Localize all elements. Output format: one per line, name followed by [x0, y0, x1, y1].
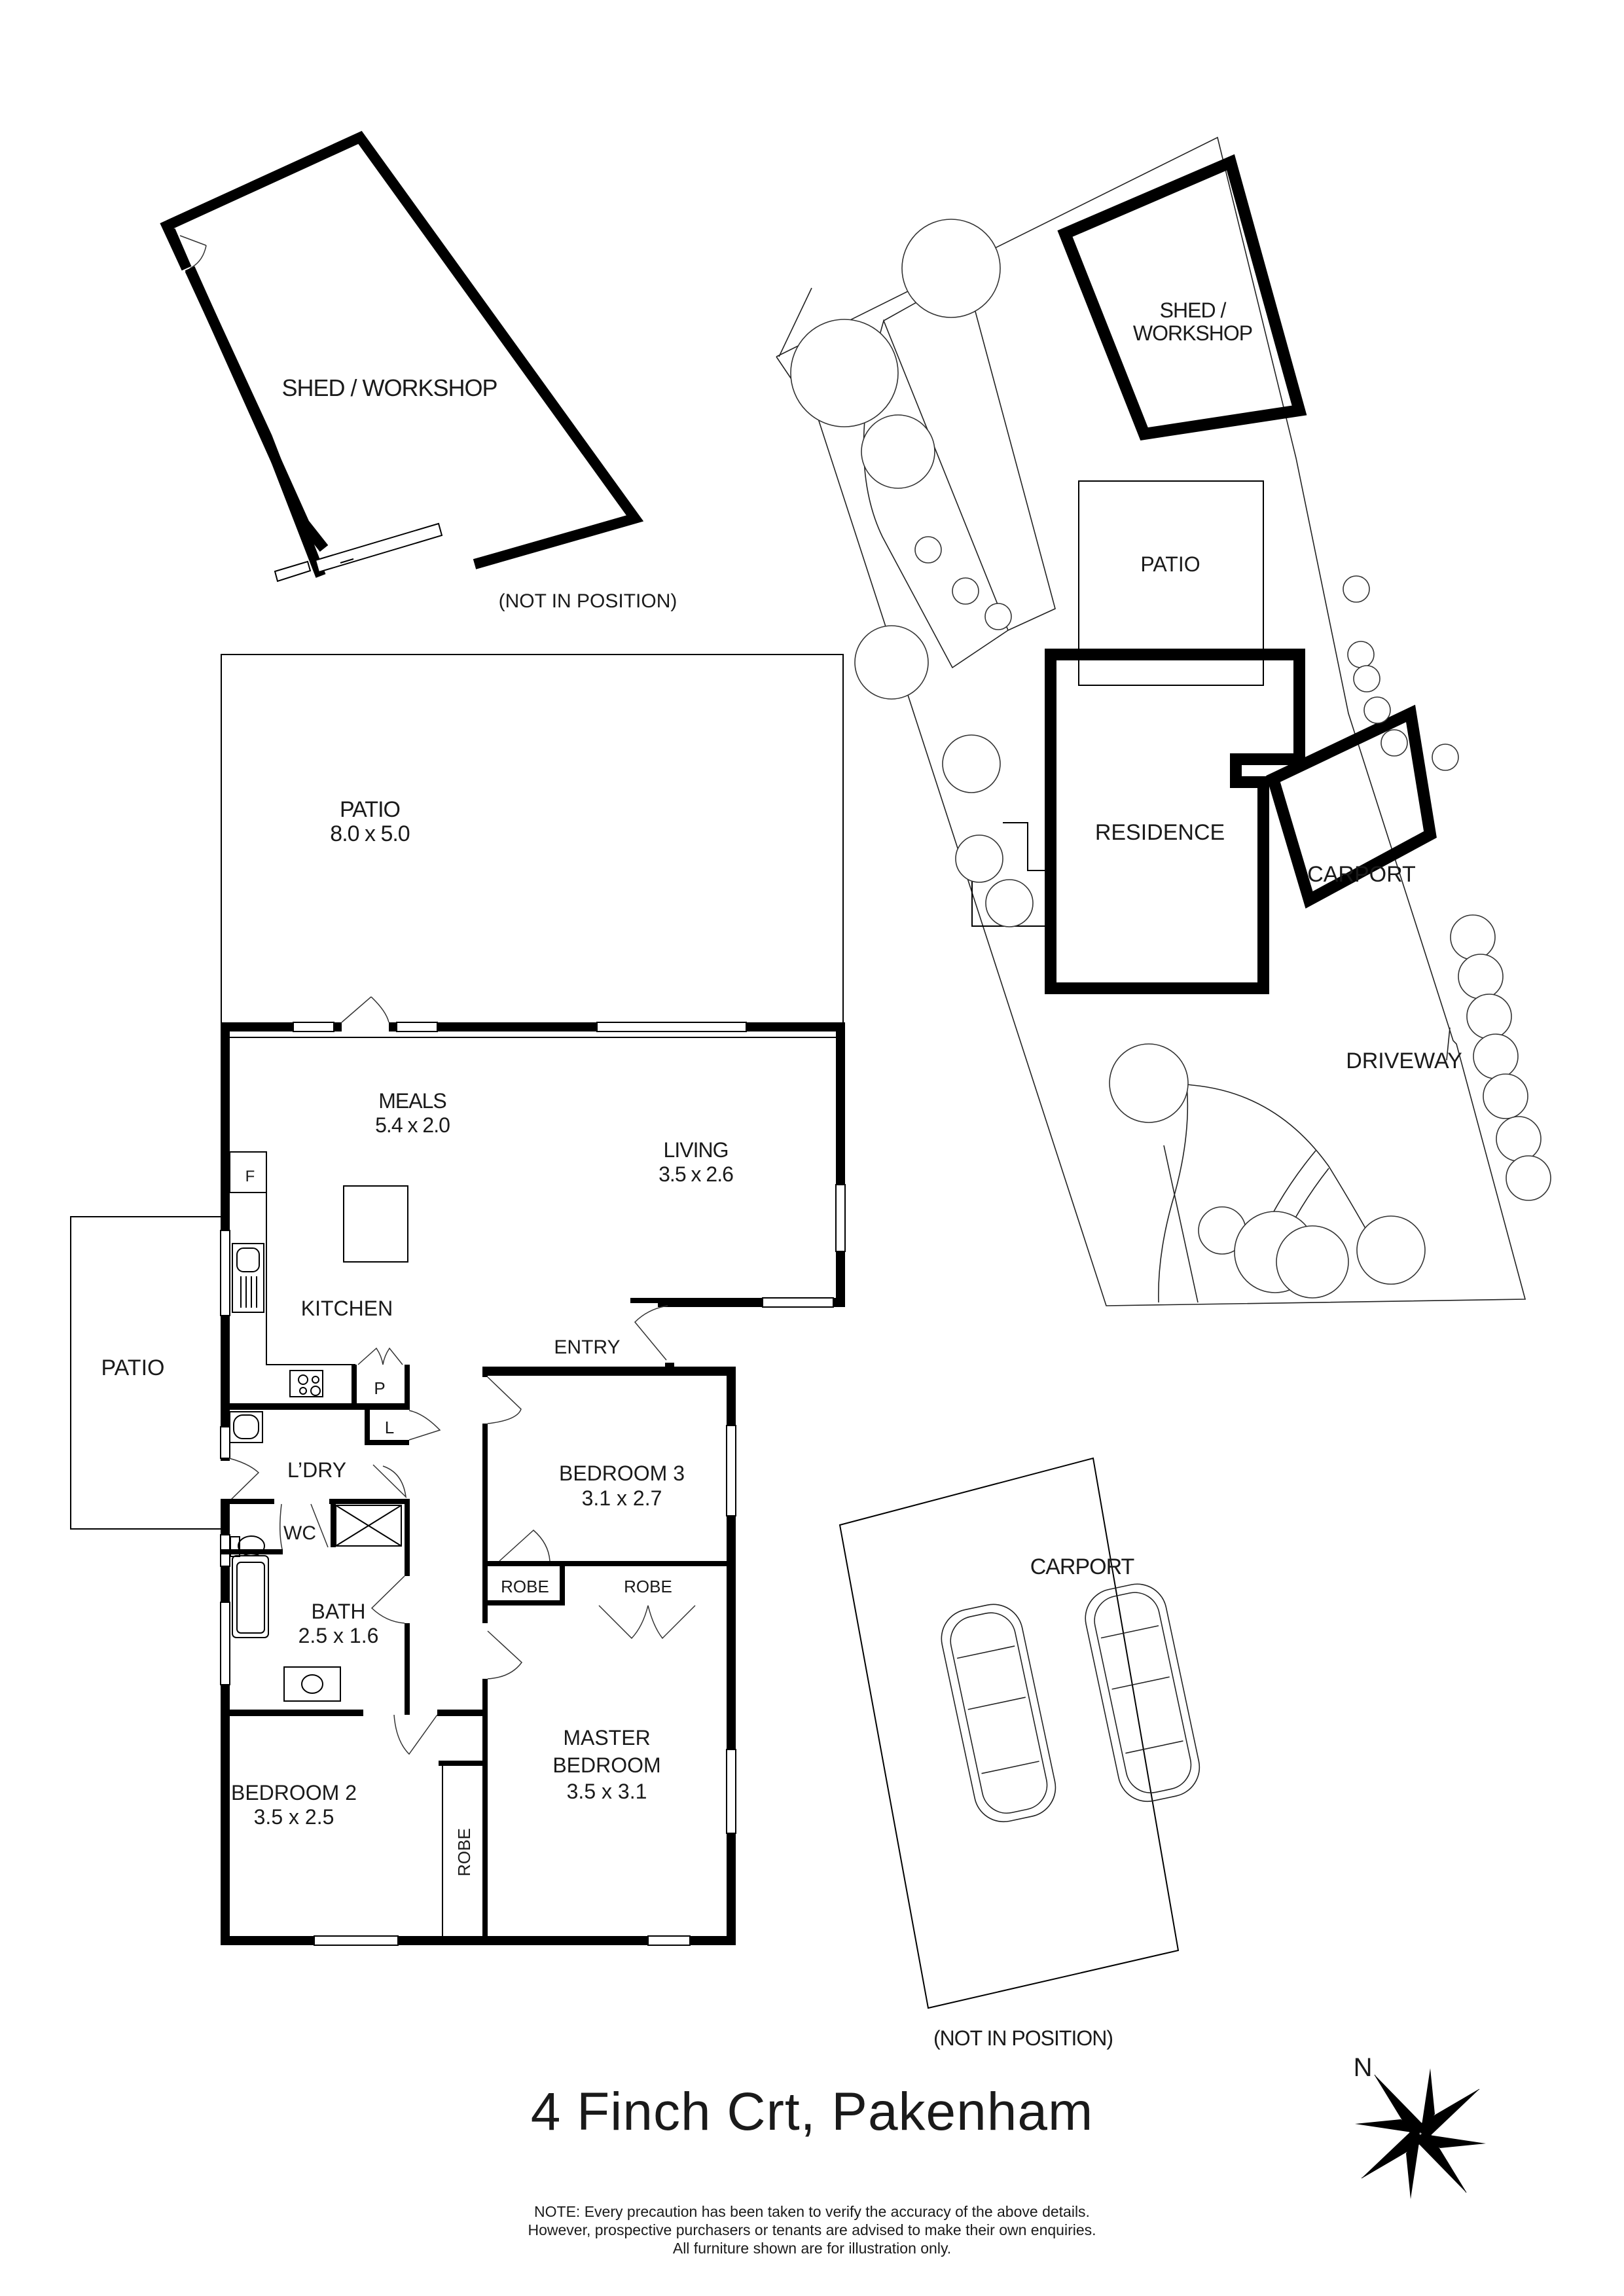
compass-rose-icon: N	[1354, 2053, 1486, 2199]
meals-name: MEALS	[378, 1089, 446, 1113]
bedroom3-size: 3.1 x 2.7	[582, 1486, 662, 1510]
master-name-2: BEDROOM	[552, 1753, 660, 1777]
carport-plan: CARPORT (NOT IN POSITION)	[839, 1457, 1200, 2050]
laundry-label: L’DRY	[287, 1458, 346, 1482]
meals-size: 5.4 x 2.0	[375, 1113, 450, 1137]
site-driveway-label: DRIVEWAY	[1346, 1049, 1462, 1073]
car-icon	[1085, 1583, 1200, 1803]
patio-side-name: PATIO	[101, 1355, 165, 1380]
bedroom3-name: BEDROOM 3	[559, 1462, 685, 1485]
robe-bed3-label: ROBE	[501, 1577, 549, 1596]
entry-label: ENTRY	[554, 1336, 620, 1358]
living-size: 3.5 x 2.6	[659, 1162, 733, 1186]
site-shed-label-1: SHED /	[1160, 298, 1227, 322]
carport-label: CARPORT	[1030, 1554, 1134, 1579]
site-carport-label: CARPORT	[1307, 862, 1416, 887]
disclaimer-line-3: All furniture shown are for illustration…	[672, 2240, 952, 2257]
patio-main-name: PATIO	[340, 797, 400, 822]
bedroom2-name: BEDROOM 2	[231, 1781, 357, 1804]
robe-master-label: ROBE	[624, 1577, 672, 1596]
robe-bed2-label: ROBE	[454, 1828, 474, 1876]
wc-label: WC	[283, 1522, 316, 1544]
disclaimer-note: NOTE: Every precaution has been taken to…	[0, 2202, 1624, 2257]
kitchen-label: KITCHEN	[301, 1297, 393, 1320]
compass-north-label: N	[1354, 2053, 1373, 2082]
shed-workshop-plan: SHED / WORKSHOP (NOT IN POSITION)	[160, 130, 677, 612]
bath-size: 2.5 x 1.6	[298, 1624, 379, 1647]
property-address-title: 4 Finch Crt, Pakenham	[530, 2082, 1094, 2142]
linen-label: L	[385, 1418, 394, 1437]
patio-main-size: 8.0 x 5.0	[330, 821, 410, 846]
shed-label: SHED / WORKSHOP	[281, 374, 497, 401]
disclaimer-line-2: However, prospective purchasers or tenan…	[528, 2221, 1096, 2238]
main-floor-plan: PATIO 8.0 x 5.0 PATIO	[70, 654, 846, 1946]
site-plan: SHED / WORKSHOP PATIO	[776, 136, 1551, 1306]
bath-name: BATH	[312, 1600, 366, 1623]
tree-icons	[790, 219, 1551, 1299]
site-patio-label: PATIO	[1140, 552, 1200, 576]
fridge-label: F	[245, 1168, 255, 1185]
pantry-label: P	[374, 1378, 385, 1398]
carport-not-in-position: (NOT IN POSITION)	[933, 2026, 1113, 2050]
car-icon	[941, 1604, 1056, 1823]
bedroom2-size: 3.5 x 2.5	[254, 1805, 334, 1829]
shed-not-in-position: (NOT IN POSITION)	[499, 590, 677, 612]
master-size: 3.5 x 3.1	[567, 1780, 647, 1803]
site-shed-label-2: WORKSHOP	[1133, 321, 1252, 345]
master-name-1: MASTER	[563, 1726, 650, 1749]
living-name: LIVING	[664, 1138, 729, 1162]
disclaimer-line-1: NOTE: Every precaution has been taken to…	[534, 2203, 1090, 2220]
site-residence-label: RESIDENCE	[1095, 820, 1225, 845]
